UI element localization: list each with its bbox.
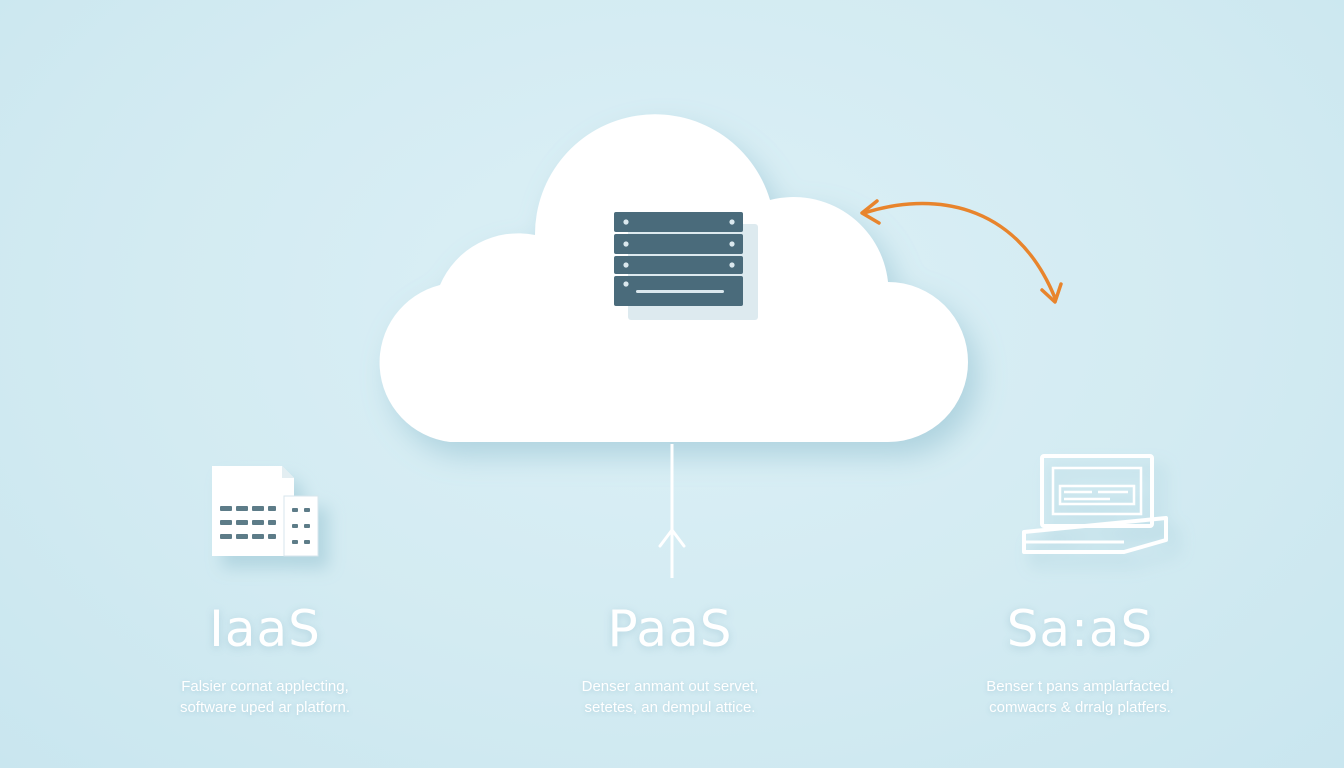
server-icon [614, 212, 758, 320]
iaas-desc-line-2: software uped ar platforn. [179, 699, 351, 716]
laptop-icon [1022, 454, 1168, 554]
iaas-desc-line-1: Falsier cornat applecting, [181, 678, 349, 695]
iaas-description: Falsier cornat applecting, software uped… [115, 676, 415, 718]
paas-desc-line-1: Denser anmant out servet, [581, 678, 759, 695]
up-arrow-icon [658, 444, 686, 578]
curved-arrow-icon [860, 199, 1063, 304]
paas-column: PaaS Denser anmant out servet, setetes, … [520, 604, 820, 718]
paas-description: Denser anmant out servet, setetes, an de… [520, 676, 820, 718]
saas-column: Sa:aS Benser t pans amplarfacted, comwac… [930, 604, 1230, 718]
saas-title: Sa:aS [1006, 600, 1154, 658]
iaas-title: IaaS [209, 600, 321, 658]
paas-desc-line-2: setetes, an dempul attice. [584, 699, 756, 716]
saas-description: Benser t pans amplarfacted, comwacrs & d… [930, 676, 1230, 718]
paas-title: PaaS [607, 600, 733, 658]
document-server-icon [212, 466, 319, 557]
saas-desc-line-2: comwacrs & drralg platfers. [989, 699, 1171, 716]
saas-desc-line-1: Benser t pans amplarfacted, [986, 678, 1174, 695]
iaas-column: IaaS Falsier cornat applecting, software… [115, 604, 415, 718]
